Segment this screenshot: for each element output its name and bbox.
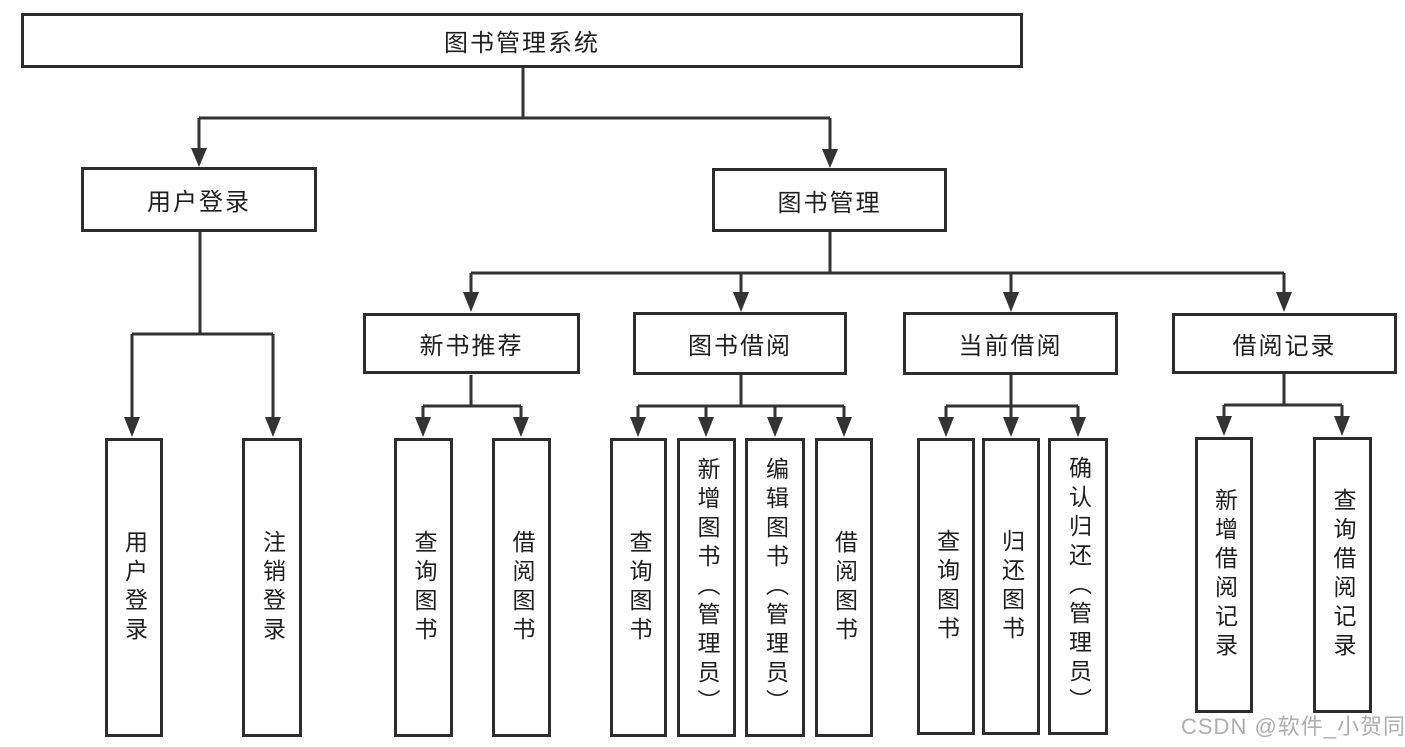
- csdn-watermark: CSDN @软件_小贺同学: [1181, 714, 1405, 739]
- leaf-edit-books-admin: 编辑图书（管理员）: [745, 438, 805, 737]
- node-current-borrow: 当前借阅: [903, 312, 1118, 375]
- leaf-add-borrow-record: 新增借阅记录: [1195, 437, 1253, 713]
- connectors-book-borrow: [630, 375, 852, 437]
- leaf-confirm-return-admin: 确认归还（管理员）: [1048, 438, 1108, 735]
- connectors-new-book: [415, 375, 529, 437]
- connectors-user-login: [124, 232, 281, 437]
- leaf-query-books-borrow: 查询图书: [610, 438, 667, 737]
- node-book-borrow: 图书借阅: [633, 312, 847, 375]
- connectors-borrow-records: [1216, 374, 1350, 436]
- leaf-query-books-recommend: 查询图书: [394, 438, 453, 737]
- node-book-management: 图书管理: [712, 168, 947, 232]
- node-borrow-records: 借阅记录: [1172, 313, 1397, 374]
- connectors-current-borrow: [938, 375, 1086, 437]
- node-root-system: 图书管理系统: [21, 13, 1023, 68]
- leaf-logout: 注销登录: [242, 438, 302, 737]
- leaf-query-borrow-record: 查询借阅记录: [1313, 437, 1372, 713]
- leaf-borrow-books: 借阅图书: [815, 438, 873, 737]
- leaf-user-login: 用户登录: [105, 438, 163, 737]
- leaf-return-books: 归还图书: [982, 438, 1040, 735]
- leaf-query-books-current: 查询图书: [917, 438, 975, 735]
- connectors-root: [191, 68, 838, 168]
- leaf-borrow-books-recommend: 借阅图书: [492, 438, 551, 737]
- leaf-add-books-admin: 新增图书（管理员）: [677, 438, 736, 737]
- node-new-book-recommend: 新书推荐: [363, 313, 580, 374]
- connectors-book-management: [463, 232, 1292, 312]
- node-user-login: 用户登录: [81, 167, 317, 232]
